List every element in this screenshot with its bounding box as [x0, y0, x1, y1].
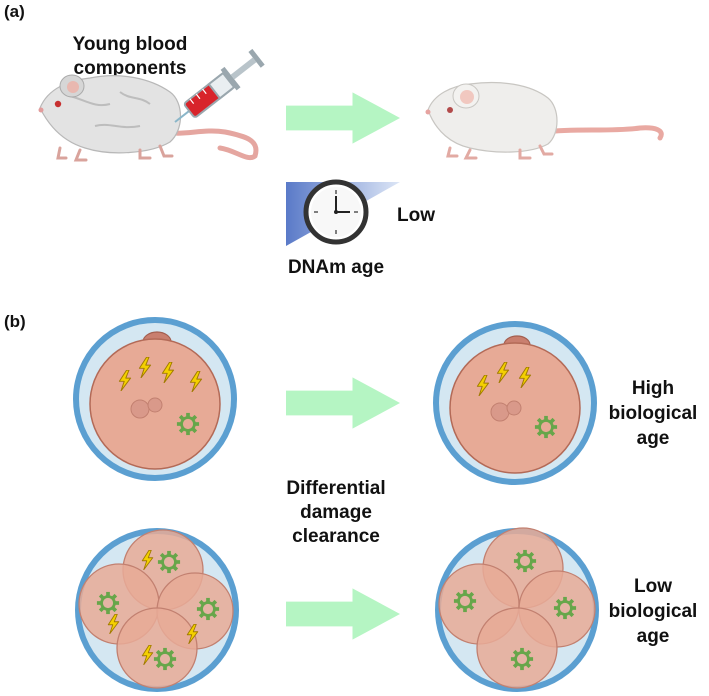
bottom-outcome-line2: biological	[609, 601, 698, 622]
top-outcome-line3: age	[637, 428, 670, 449]
clock-caption: DNAm age	[288, 257, 384, 278]
bottom-outcome-line1: Low	[634, 576, 672, 597]
injection-text-line2: components	[74, 58, 187, 79]
panel-b-label: (b)	[4, 312, 26, 331]
zygote-damaged-after	[433, 321, 597, 485]
middle-text-line3: clearance	[292, 526, 380, 547]
embryo-four-cell-cleared	[435, 527, 599, 692]
transition-arrow-a	[286, 92, 400, 144]
embryo-four-cell-damaged	[75, 528, 239, 692]
clock-icon	[303, 179, 369, 245]
clock-level-text: Low	[397, 205, 435, 226]
transition-arrow-bottom	[286, 588, 400, 640]
bottom-outcome-line3: age	[637, 626, 670, 647]
young-mouse-icon	[425, 81, 664, 160]
transition-arrow-top	[286, 377, 400, 429]
panel-a-label: (a)	[4, 2, 25, 21]
old-mouse-icon	[38, 74, 259, 162]
syringe-icon	[174, 48, 265, 123]
middle-text-line2: damage	[300, 502, 372, 523]
middle-text-line1: Differential	[286, 478, 385, 499]
top-outcome-line1: High	[632, 378, 674, 399]
top-outcome-line2: biological	[609, 403, 698, 424]
injection-text-line1: Young blood	[73, 34, 188, 55]
zygote-damaged	[73, 317, 237, 481]
